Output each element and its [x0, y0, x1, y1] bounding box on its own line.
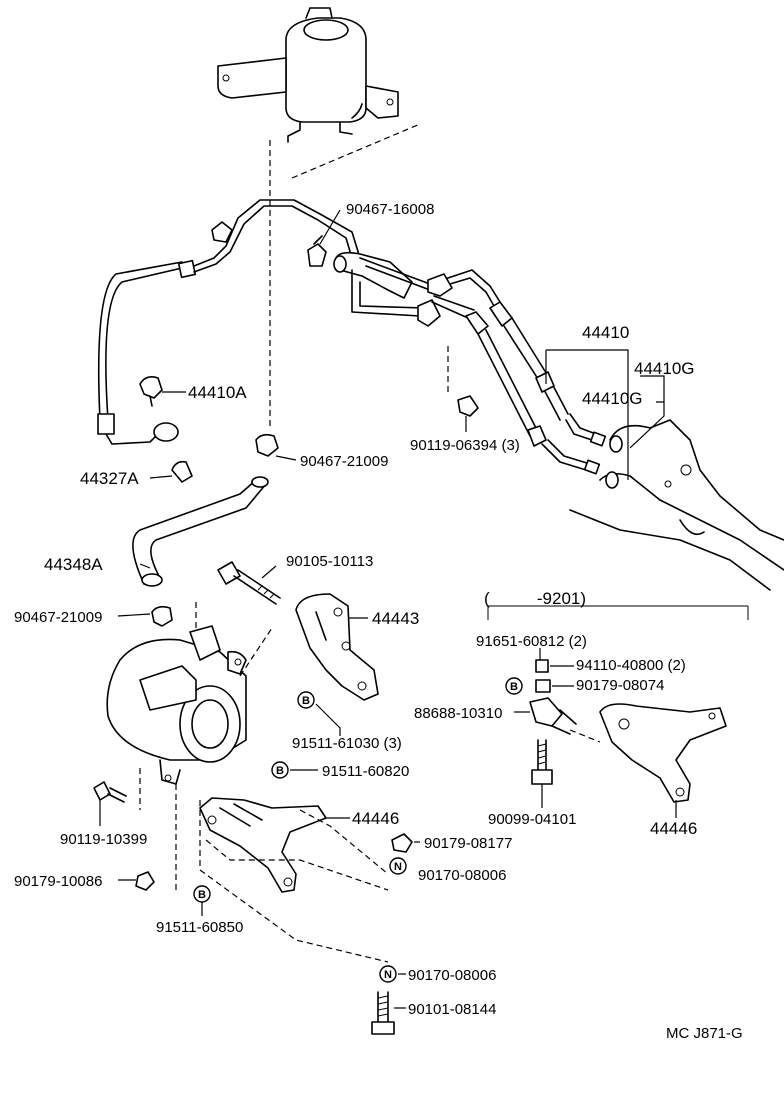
footer-code: MC J871-G	[666, 1025, 743, 1042]
inset-pre-9201	[487, 605, 749, 803]
bracket-44443	[295, 593, 379, 701]
badge-n-1: N	[389, 857, 407, 875]
label-44410G-upper: 44410G	[634, 359, 695, 378]
label-94110-40800: 94110-40800 (2)	[576, 657, 686, 674]
label-44446-main: 44446	[352, 809, 399, 828]
fitting-44410A	[139, 376, 163, 407]
hose-clamp-upper	[255, 433, 279, 457]
label-inset-range: ( -9201)	[484, 589, 586, 608]
label-90101-08144: 90101-08144	[408, 1001, 496, 1018]
hose-clamp-lower	[151, 605, 173, 627]
bolt-90119-10399	[93, 781, 127, 803]
label-90179-08074: 90179-08074	[576, 677, 664, 694]
badge-n-2: N	[379, 965, 397, 983]
suction-hose-44348A	[132, 476, 269, 587]
svg-text:N: N	[394, 861, 402, 873]
label-90170-08006-upper: 90170-08006	[418, 867, 506, 884]
label-90179-10086: 90179-10086	[14, 873, 102, 890]
badge-b-2: B	[271, 761, 289, 779]
label-91511-60850: 91511-60850	[156, 919, 243, 936]
svg-text:B: B	[198, 889, 206, 901]
label-44446-inset: 44446	[650, 819, 697, 838]
badge-b-1: B	[297, 691, 315, 709]
label-91651-60812: 91651-60812 (2)	[476, 633, 587, 650]
label-90467-21009-lower: 90467-21009	[14, 609, 102, 626]
nut-90179-08177	[391, 833, 413, 853]
label-88688-10310: 88688-10310	[414, 705, 502, 722]
label-90119-10399: 90119-10399	[60, 831, 147, 848]
steering-gear-housing	[569, 419, 784, 591]
bracket-44446-main	[199, 797, 389, 963]
clip-44327A	[171, 460, 193, 483]
badge-b-4: B	[505, 677, 523, 695]
label-90119-06394: 90119-06394 (3)	[410, 437, 520, 454]
label-90170-08006-lower: 90170-08006	[408, 967, 496, 984]
label-90099-04101: 90099-04101	[488, 811, 576, 828]
hose-pipe-assembly	[97, 199, 607, 475]
label-44348A: 44348A	[44, 555, 103, 574]
label-90105-10113: 90105-10113	[286, 553, 373, 570]
label-91511-61030: 91511-61030 (3)	[292, 735, 402, 752]
label-44327A: 44327A	[80, 469, 139, 488]
label-44410A: 44410A	[188, 383, 247, 402]
badge-b-3: B	[193, 885, 211, 903]
bolt-90105-10113	[217, 561, 281, 605]
power-steering-pump	[106, 600, 273, 890]
label-44410: 44410	[582, 323, 629, 342]
svg-text:B: B	[302, 695, 310, 707]
label-90467-21009-upper: 90467-21009	[300, 453, 388, 470]
svg-text:B: B	[276, 765, 284, 777]
label-44410G-lower: 44410G	[582, 389, 643, 408]
nut-90179-10086	[135, 871, 155, 891]
reservoir-tank	[217, 7, 421, 430]
bolt-90101-08144	[371, 991, 395, 1035]
label-44443: 44443	[372, 609, 419, 628]
label-90467-16008: 90467-16008	[346, 201, 434, 218]
svg-text:B: B	[510, 681, 518, 693]
label-91511-60820: 91511-60820	[322, 763, 409, 780]
svg-text:N: N	[384, 969, 392, 981]
label-90179-08177: 90179-08177	[424, 835, 512, 852]
leader-lines	[99, 209, 677, 1009]
fitting-90119-06394	[447, 346, 479, 417]
